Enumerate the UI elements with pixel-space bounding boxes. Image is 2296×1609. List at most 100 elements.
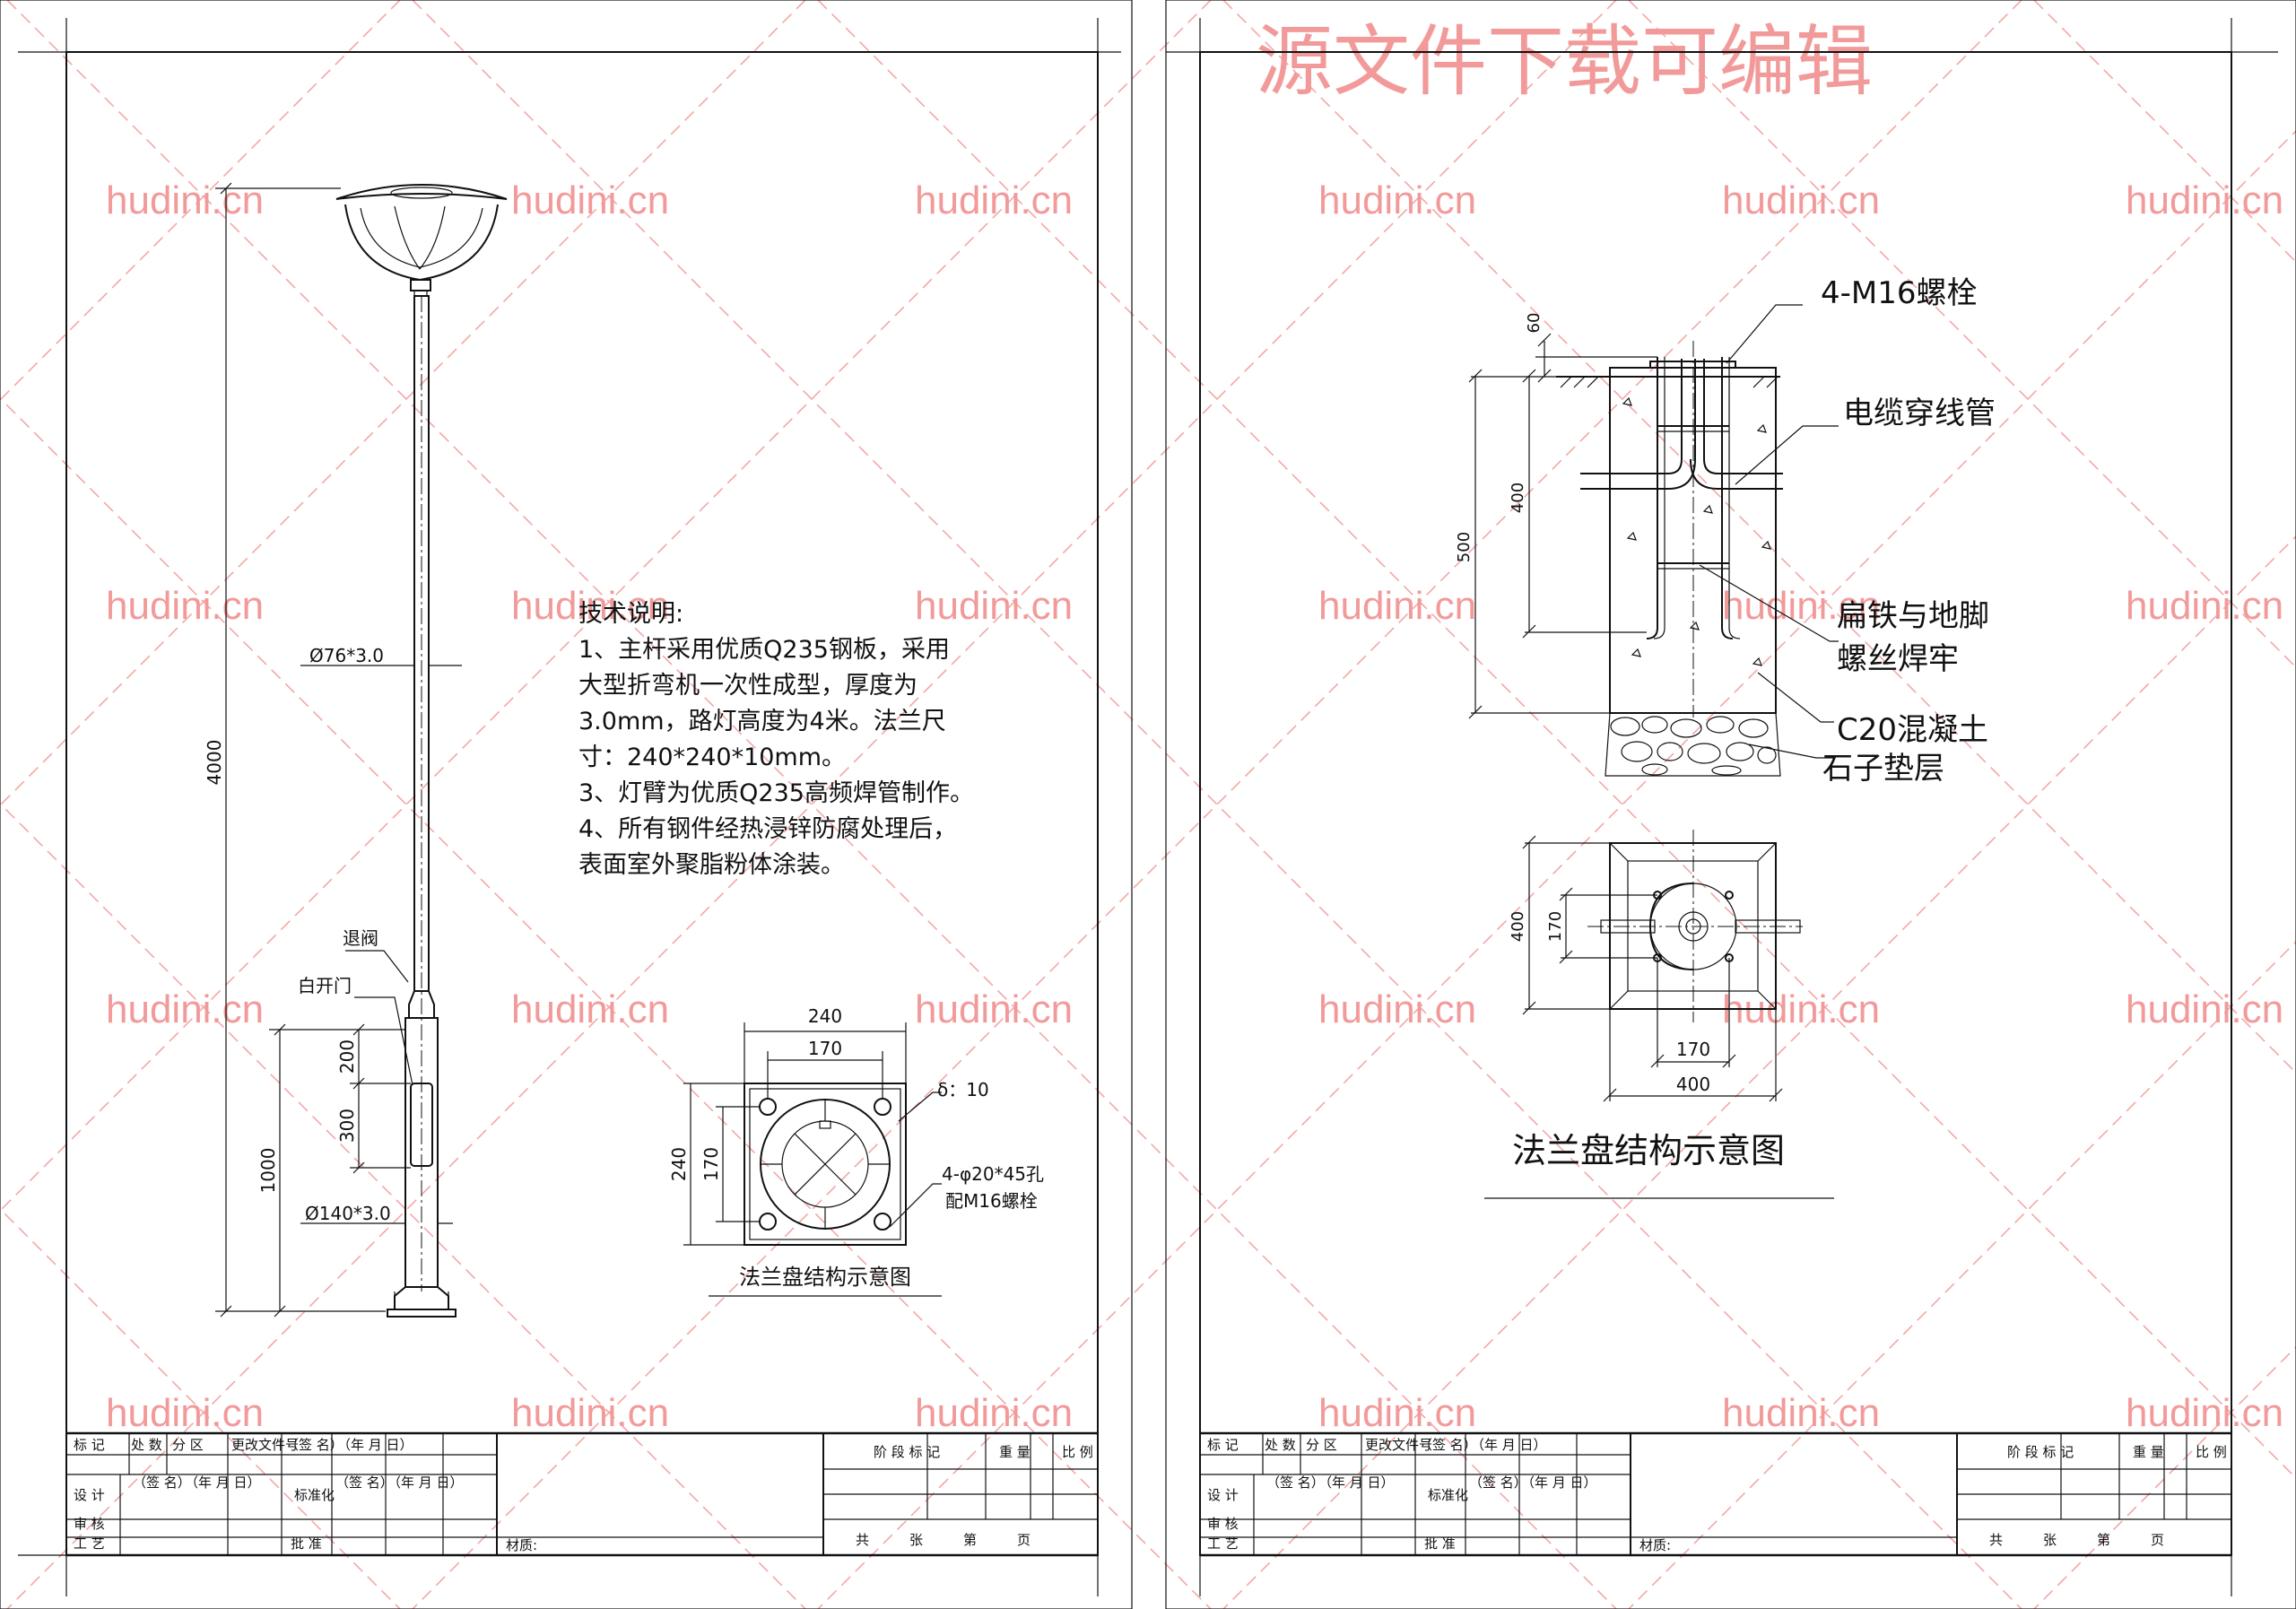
label-bolt: 4-M16螺栓 [1821, 275, 1978, 311]
title-block-text: 审 核 [74, 1516, 105, 1532]
title-block-text: 批 准 [291, 1535, 322, 1552]
title-block-text: 材质: [1639, 1537, 1671, 1553]
dim-upper-pipe: Ø76*3.0 [309, 645, 384, 666]
label-cable: 电缆穿线管 [1843, 396, 1996, 431]
dim-total-500: 500 [1455, 532, 1474, 562]
title-block-text: 第 [963, 1532, 977, 1548]
title-block-text: 页 [2151, 1532, 2164, 1548]
dim-top-60: 60 [1525, 313, 1544, 334]
watermark-text: hudini.cn [511, 178, 669, 222]
title-block-text: 阶 段 标 记 [874, 1444, 940, 1460]
label-concrete: C20混凝土 [1837, 712, 1988, 748]
plan-bolt-tr [1725, 891, 1734, 900]
access-door [410, 1083, 433, 1167]
watermark-text: hudini.cn [2126, 1391, 2283, 1435]
title-block-text: （年 月 日） [1318, 1474, 1395, 1491]
watermark-heading: 源文件下载可编辑 [1256, 19, 1873, 105]
title-block-text: （签 名） [1419, 1437, 1477, 1453]
tech-notes-title: 技术说明: [578, 600, 683, 628]
title-block-text: 阶 段 标 记 [2007, 1444, 2074, 1460]
anchor-bolt-left [1646, 357, 1658, 639]
title-block-text: 比 例 [1062, 1444, 1093, 1460]
dim-mid-400: 400 [1509, 483, 1527, 513]
flange-outer [744, 1083, 907, 1246]
watermark-text: hudini.cn [915, 584, 1073, 628]
flange-bolts: 配M16螺栓 [945, 1190, 1038, 1212]
title-block-left: 标 记处 数分 区更改文件号（签 名）（年 月 日）设 计（签 名）（年 月 日… [66, 1431, 1098, 1557]
label-gravel: 石子垫层 [1822, 751, 1944, 787]
lamp-neck [410, 279, 431, 291]
watermark-text: hudini.cn [2126, 178, 2283, 222]
plan-dim-bottom-outer: 400 [1676, 1074, 1710, 1095]
foundation-dimensions [1468, 333, 1657, 719]
watermark-text: hudini.cn [915, 178, 1073, 222]
title-block-text: （年 月 日） [1521, 1474, 1597, 1491]
flange-caption-left: 法兰盘结构示意图 [739, 1265, 911, 1290]
title-block-text: 重 量 [999, 1444, 1031, 1460]
dim-lower-pipe: Ø140*3.0 [305, 1203, 391, 1224]
watermark-texts: hudini.cn hudini.cn hudini.cn hudini.cn hudi… [106, 178, 2283, 1435]
flange-thickness: δ：10 [937, 1079, 989, 1100]
concrete-speckles [1622, 396, 1771, 666]
watermark-text: hudini.cn [2126, 584, 2283, 628]
watermark-text: hudini.cn [106, 178, 264, 222]
title-block-text: 共 [1989, 1532, 2003, 1548]
watermark-text: hudini.cn [106, 584, 264, 628]
gravel-stones [1610, 716, 1777, 776]
title-block-right: 标 记处 数分 区更改文件号（签 名）（年 月 日）设 计（签 名）（年 月 日… [1200, 1431, 2231, 1557]
title-block-text: 张 [909, 1532, 923, 1548]
title-block-text: 工 艺 [74, 1535, 105, 1552]
tech-notes-line: 4、所有钢件经热浸锌防腐处理后， [578, 815, 957, 843]
title-block-text: （年 月 日） [337, 1437, 413, 1453]
dim-door-offset: 200 [336, 1039, 358, 1074]
flange-height-inner: 170 [700, 1147, 722, 1181]
flange-hole-bl [759, 1213, 777, 1231]
title-block-text: 重 量 [2133, 1444, 2164, 1460]
watermark-text: hudini.cn [106, 1391, 264, 1435]
pole-dimension-lines [215, 182, 462, 1318]
pole-dimension-texts: 4000 1000 200 300 Ø76*3.0 Ø140*3.0 退阀 白开… [204, 645, 391, 1224]
label-flat-iron-2: 螺丝焊牢 [1837, 641, 1959, 677]
dim-door-height: 300 [336, 1109, 358, 1143]
label-flat-iron-1: 扁铁与地脚 [1837, 598, 1989, 634]
title-block-text: （签 名） [285, 1437, 344, 1453]
lamp-head-canopy [335, 184, 508, 200]
title-block-text: （签 名） [1266, 1474, 1325, 1491]
flange-height-outer: 240 [668, 1147, 690, 1181]
title-block-text: 分 区 [172, 1437, 204, 1453]
watermark-text: hudini.cn [511, 584, 669, 628]
watermark-text: hudini.cn [1318, 584, 1476, 628]
flange-caption-right: 法兰盘结构示意图 [1512, 1131, 1785, 1170]
plan-dim-left-inner: 170 [1546, 911, 1565, 942]
plan-dim-left-outer: 400 [1509, 911, 1527, 942]
dim-total-height: 4000 [204, 740, 225, 786]
watermark-text: hudini.cn [915, 987, 1073, 1031]
title-block-text: 处 数 [1265, 1437, 1296, 1453]
tech-notes-line: 3.0mm，路灯高度为4米。法兰尺 [578, 708, 946, 735]
title-block-text: 页 [1017, 1532, 1031, 1548]
tech-notes-line: 1、主杆采用优质Q235钢板，采用 [578, 636, 950, 664]
title-block-text: （年 月 日） [387, 1474, 464, 1491]
title-block-text: 分 区 [1306, 1437, 1337, 1453]
flange-dimensions [683, 1022, 942, 1246]
watermark-text: hudini.cn [1722, 1391, 1880, 1435]
plan-dimensions [1522, 835, 1783, 1102]
gravel-bed [1605, 712, 1781, 777]
anchor-bolt-right [1721, 357, 1734, 639]
title-block-text: 更改文件号 [1365, 1437, 1432, 1453]
title-block-text: 审 核 [1207, 1516, 1239, 1532]
title-block-text: 批 准 [1424, 1535, 1456, 1552]
plan-dim-bottom-inner: 170 [1676, 1039, 1710, 1060]
flange-texts: 240 170 240 170 δ：10 4-φ20*45孔 配M16螺栓 法兰… [668, 1005, 1044, 1290]
title-block-text: 标 记 [1207, 1437, 1239, 1453]
watermark-text: hudini.cn [1318, 1391, 1476, 1435]
title-block-text: 工 艺 [1207, 1535, 1239, 1552]
tech-notes-line: 大型折弯机一次性成型，厚度为 [578, 672, 918, 700]
flange-width-inner: 170 [808, 1038, 842, 1059]
base-plate [387, 1309, 457, 1318]
tech-notes-line: 寸：240*240*10mm。 [578, 744, 846, 771]
title-block-text: 标准化 [1428, 1487, 1468, 1503]
title-block-text: 标 记 [74, 1437, 105, 1453]
